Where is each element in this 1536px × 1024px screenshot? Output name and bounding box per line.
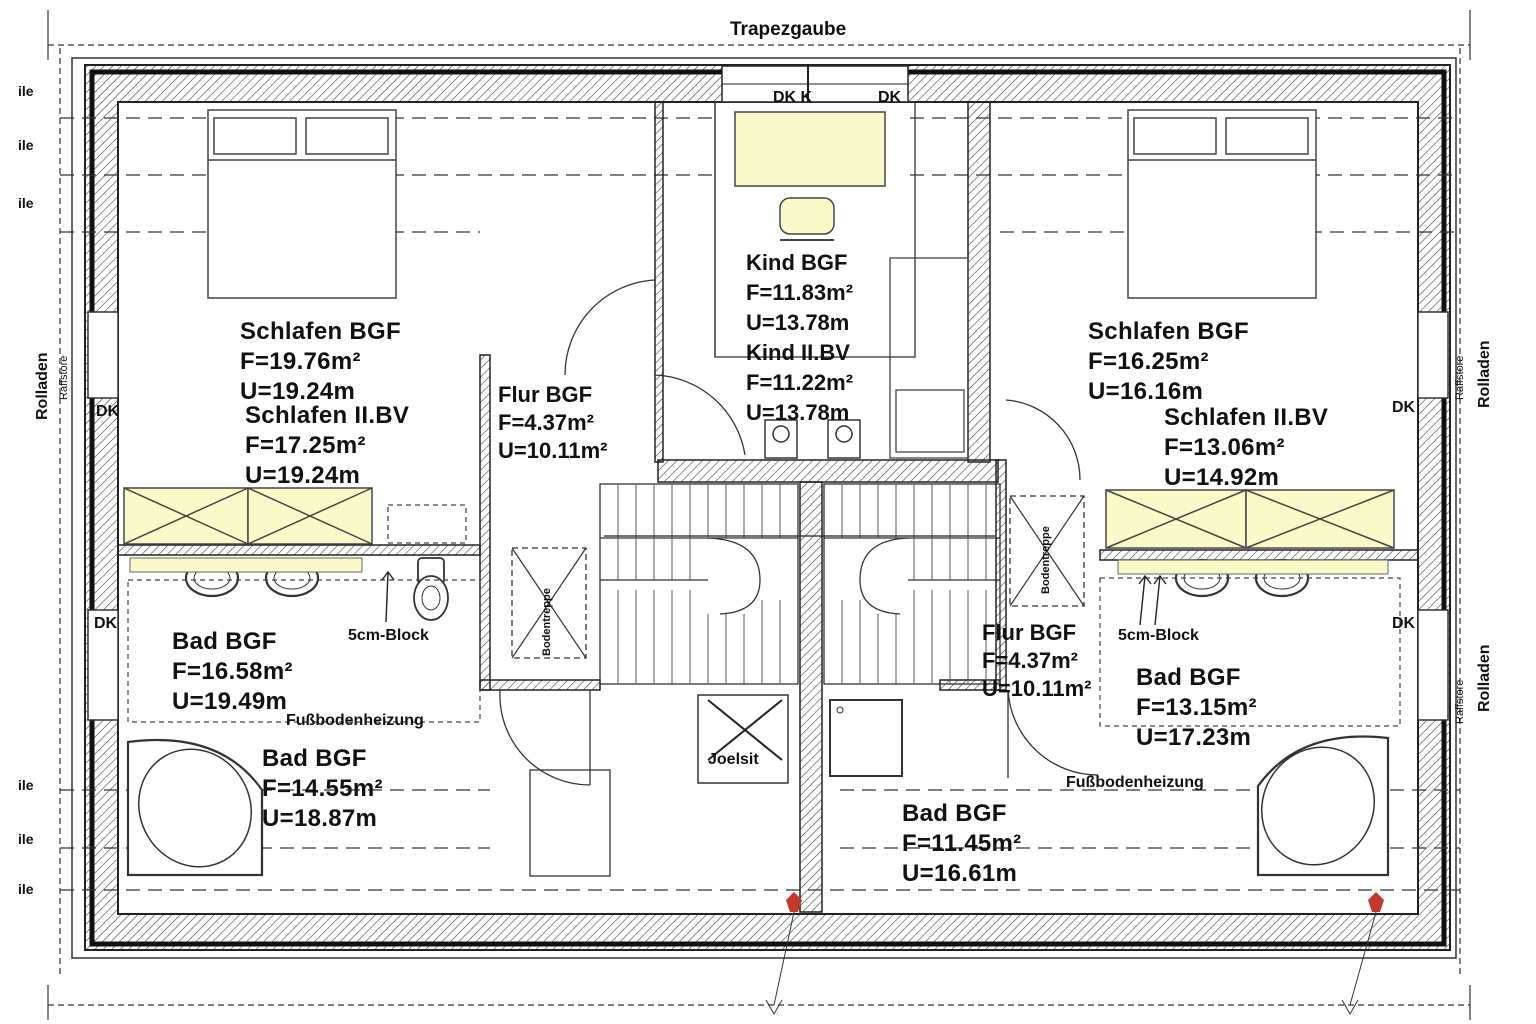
raffstore-label: Raffstore <box>1454 355 1466 400</box>
window-label-dk: DK <box>1392 399 1416 416</box>
room-area: F=19.76m² <box>240 348 361 375</box>
side-mark: ile <box>18 881 34 897</box>
room-flur-right: Flur BGF F=4.37m² U=10.11m² <box>982 620 1091 702</box>
room-name: Flur BGF <box>982 620 1077 645</box>
note-floor-heating: Fußbodenheizung <box>1066 774 1204 791</box>
room-area: F=11.22m² <box>746 370 854 395</box>
room-area: F=17.25m² <box>245 432 366 459</box>
rolladen-label: Rolladen <box>34 352 51 420</box>
attic-stair-label: Bodentreppe <box>541 588 553 656</box>
side-mark: ile <box>18 831 34 847</box>
room-area: F=13.06m² <box>1164 434 1285 461</box>
room-area: F=11.45m² <box>902 830 1022 857</box>
room-bad-right: Bad BGF F=13.15m² U=17.23m <box>1136 664 1257 752</box>
room-perimeter: U=16.16m <box>1088 378 1204 405</box>
room-perimeter: U=10.11m² <box>982 676 1092 701</box>
room-perimeter: U=13.78m <box>746 400 850 425</box>
note-5cm-block: 5cm-Block <box>348 627 429 644</box>
room-name: Bad BGF <box>172 628 277 655</box>
room-name: Flur BGF <box>498 382 593 407</box>
room-name: Schlafen II.BV <box>245 402 410 429</box>
room-area: F=4.37m² <box>498 410 594 435</box>
room-flur-left: Flur BGF F=4.37m² U=10.11m² <box>498 382 607 464</box>
plan-title: Trapezgaube <box>730 19 847 40</box>
bathtub-right <box>1256 735 1390 877</box>
room-area: F=4.37m² <box>982 648 1078 673</box>
staircase <box>599 483 1001 685</box>
room-perimeter: U=10.11m² <box>498 438 608 463</box>
room-perimeter: U=18.87m <box>262 805 378 832</box>
room-name: Schlafen II.BV <box>1164 404 1329 431</box>
door-swings <box>499 279 1099 786</box>
window-label-dk: DK <box>1392 615 1416 632</box>
room-kind: Kind BGF F=11.83m² U=13.78m Kind II.BV F… <box>746 250 853 426</box>
bed-right <box>1127 109 1317 299</box>
wardrobe-left <box>123 487 373 545</box>
room-schlafen-right: Schlafen BGF F=16.25m² U=16.16m <box>1088 318 1249 406</box>
attic-stair-label: Bodentreppe <box>1040 526 1052 594</box>
note-floor-heating: Fußbodenheizung <box>286 712 424 729</box>
room-name: Bad BGF <box>1136 664 1241 691</box>
room-bad-left: Bad BGF F=16.58m² U=19.49m <box>172 628 293 716</box>
room-schlafen-left: Schlafen BGF F=19.76m² U=19.24m <box>240 318 401 406</box>
side-windows <box>87 311 1449 721</box>
interior-walls <box>117 101 1419 913</box>
room-area: F=16.58m² <box>172 658 293 685</box>
room-perimeter: U=13.78m <box>746 310 850 335</box>
room-name: Schlafen BGF <box>240 318 401 345</box>
room-area: F=11.83m² <box>746 280 854 305</box>
bathtub-left <box>126 738 264 877</box>
room-perimeter: U=19.24m <box>240 378 356 405</box>
bed-left <box>207 109 397 299</box>
wardrobe-right <box>1105 489 1395 549</box>
room-name: Kind BGF <box>746 250 848 275</box>
room-area: F=14.55m² <box>262 775 383 802</box>
room-area: F=13.15m² <box>1136 694 1257 721</box>
room-schlafen-right-bv: Schlafen II.BV F=13.06m² U=14.92m <box>1164 404 1328 492</box>
rolladen-label: Rolladen <box>1476 644 1493 712</box>
window-label-dk: DK <box>878 89 902 106</box>
window-label-dk: DK <box>96 403 120 420</box>
window-label-dk: DK <box>94 615 118 632</box>
raffstore-label: Raffstore <box>58 355 70 400</box>
window-label-dk-k: DK K <box>773 89 813 106</box>
dimension-frame <box>47 10 1471 1020</box>
room-name: Bad BGF <box>262 745 367 772</box>
room-bad-right-bv: Bad BGF F=11.45m² U=16.61m <box>902 800 1021 888</box>
note-5cm-block: 5cm-Block <box>1118 627 1199 644</box>
room-area: F=16.25m² <box>1088 348 1209 375</box>
room-bad-left-bv: Bad BGF F=14.55m² U=18.87m <box>262 745 383 833</box>
room-name: Bad BGF <box>902 800 1007 827</box>
room-name: Kind II.BV <box>746 340 850 365</box>
raffstore-label: Raffstore <box>1454 679 1466 724</box>
room-perimeter: U=14.92m <box>1164 464 1280 491</box>
side-mark: ile <box>18 777 34 793</box>
side-mark: ile <box>18 137 34 153</box>
room-schlafen-left-bv: Schlafen II.BV F=17.25m² U=19.24m <box>245 402 409 490</box>
room-name: Schlafen BGF <box>1088 318 1249 345</box>
room-perimeter: U=19.49m <box>172 688 288 715</box>
side-mark: ile <box>18 83 34 99</box>
rolladen-label: Rolladen <box>1476 340 1493 408</box>
toilet-label: Joelsit <box>708 751 759 768</box>
room-perimeter: U=17.23m <box>1136 724 1252 751</box>
room-perimeter: U=16.61m <box>902 860 1018 887</box>
stair-treads <box>617 484 987 684</box>
side-mark: ile <box>18 195 34 211</box>
downpipe-markers <box>765 892 1384 1016</box>
room-perimeter: U=19.24m <box>245 462 361 489</box>
